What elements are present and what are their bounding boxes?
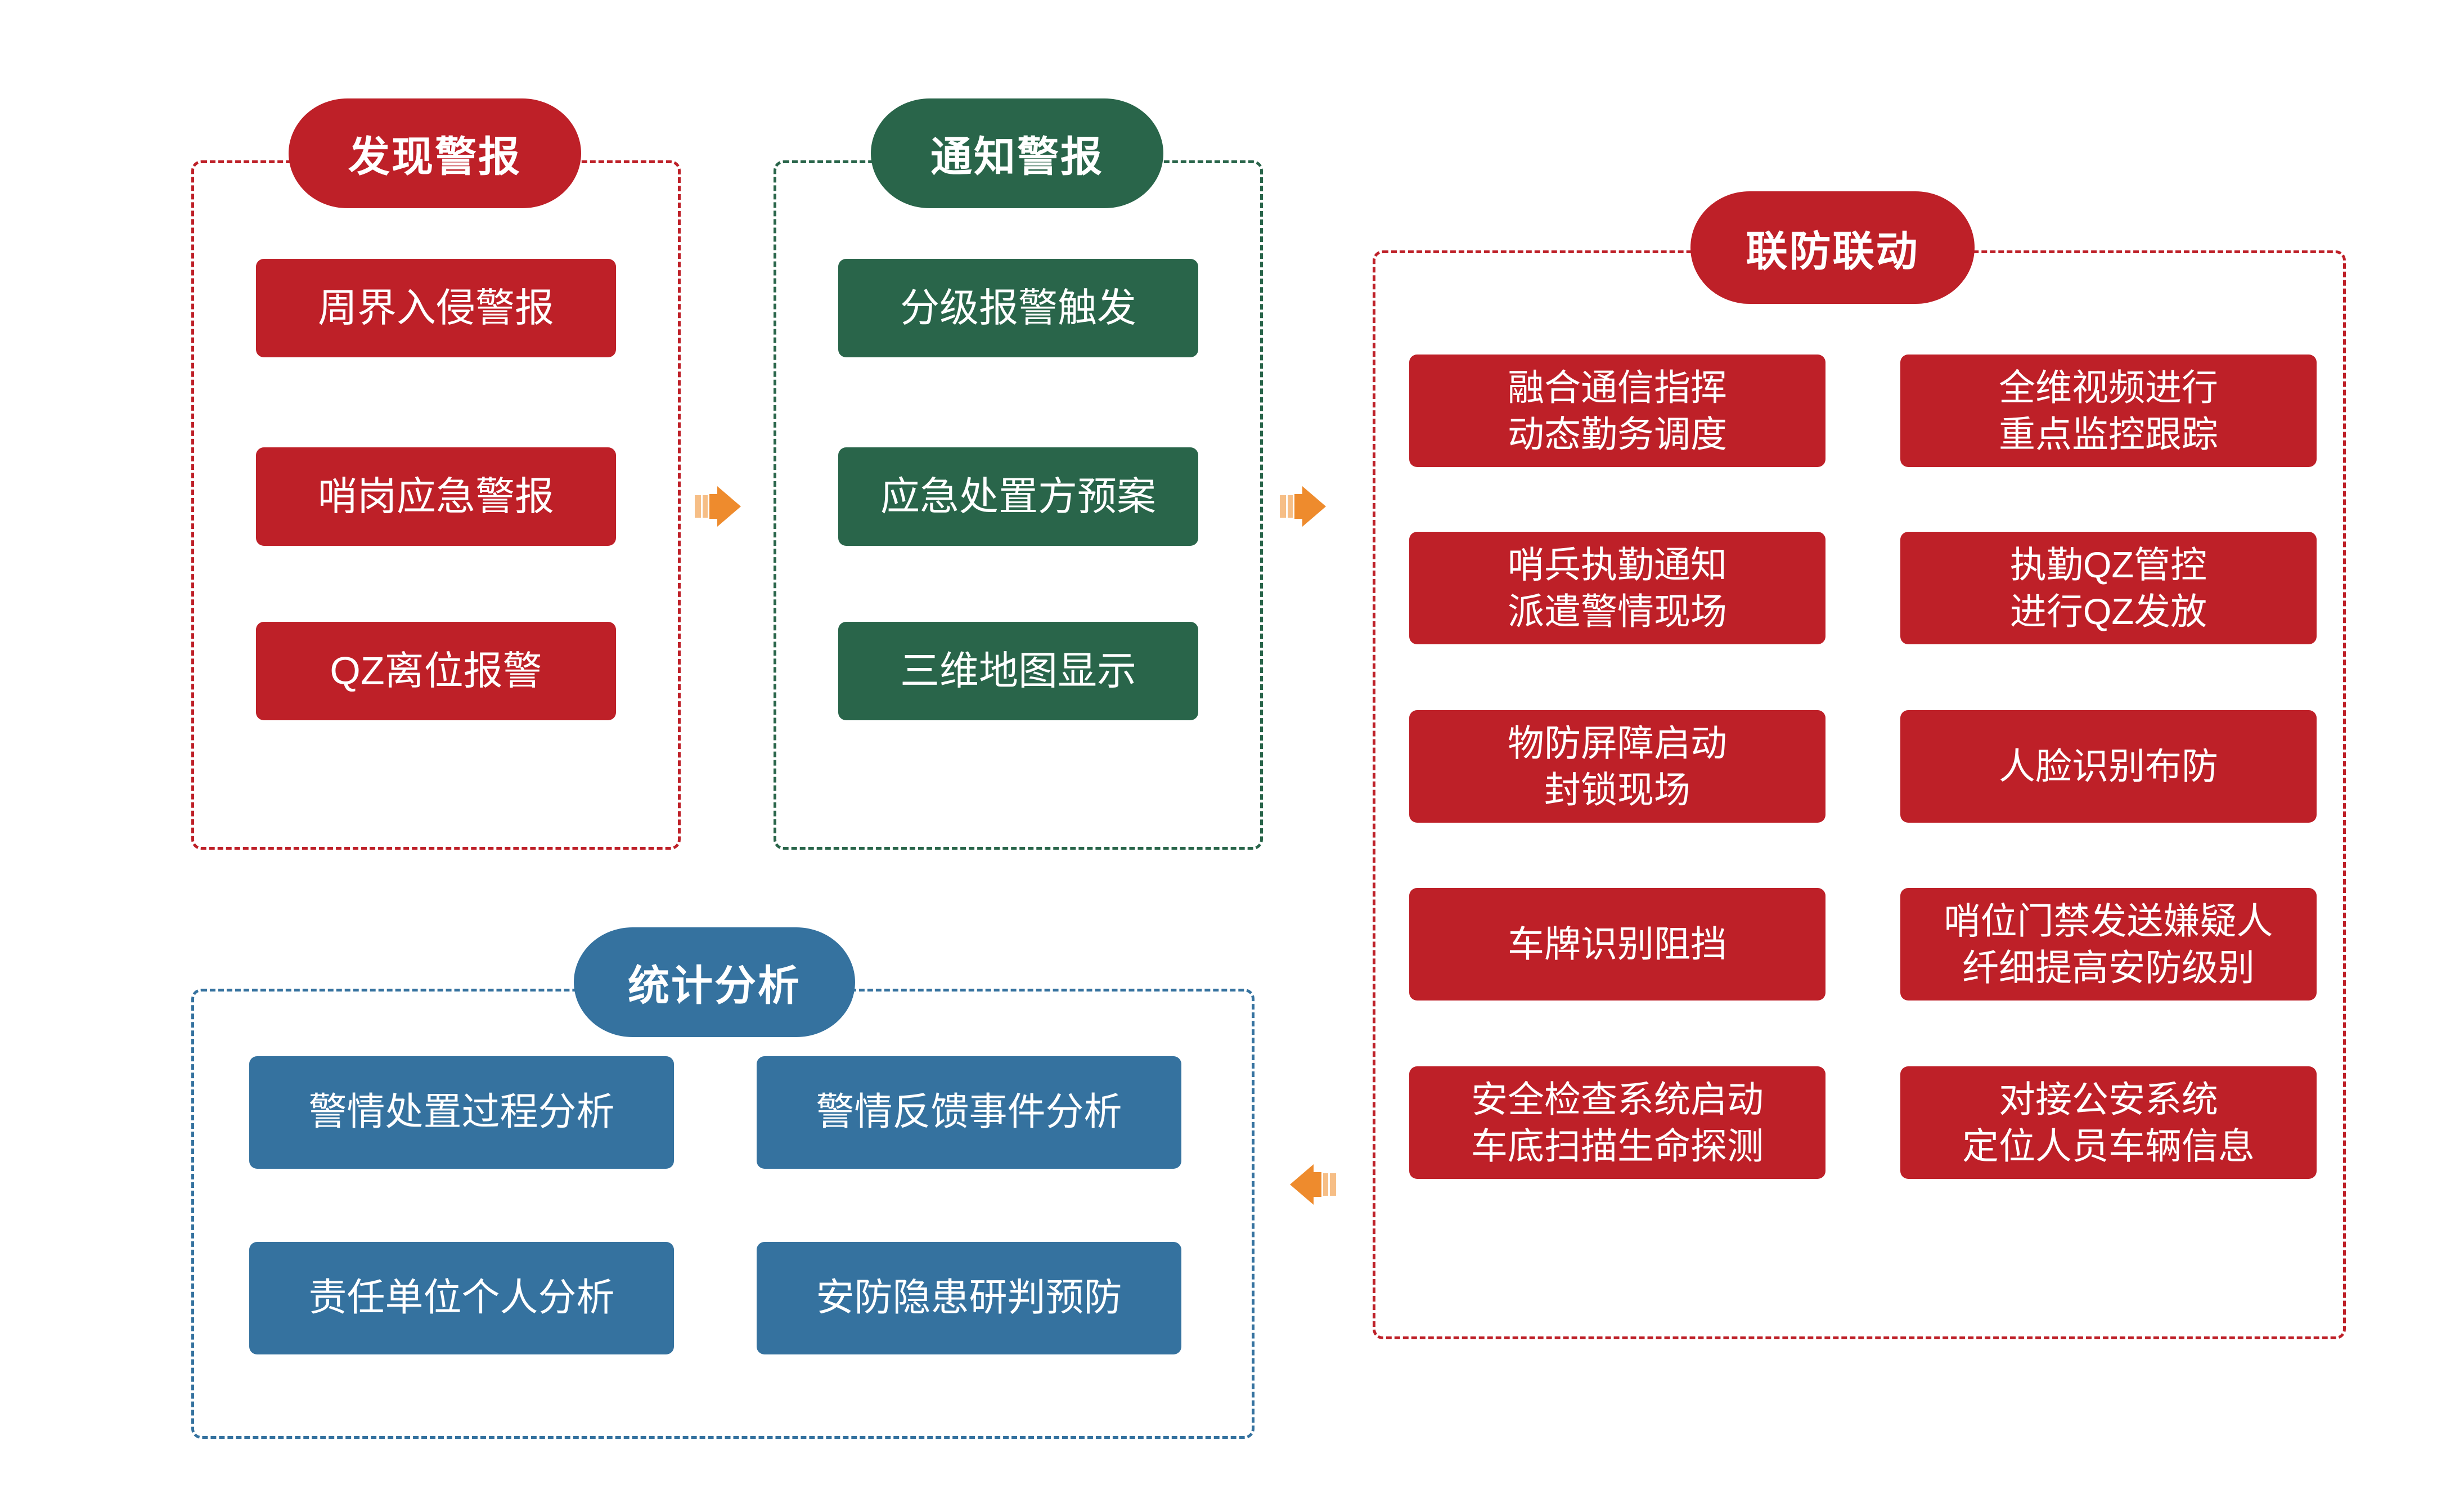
- box-joint-right-item-1[interactable]: 执勤QZ管控 进行QZ发放: [1900, 532, 2317, 644]
- section-header-joint-defense[interactable]: 联防联动: [1690, 191, 1975, 304]
- box-notify-item-0[interactable]: 分级报警触发: [838, 259, 1198, 357]
- section-header-statistics-analysis[interactable]: 统计分析: [574, 927, 855, 1037]
- box-joint-left-item-4[interactable]: 安全检查系统启动 车底扫描生命探测: [1409, 1066, 1825, 1179]
- box-statistics-item-3[interactable]: 安防隐患研判预防: [757, 1242, 1181, 1354]
- arrow-joint-to-statistics-icon: [1290, 1164, 1336, 1205]
- box-discover-item-0[interactable]: 周界入侵警报: [256, 259, 616, 357]
- box-statistics-item-1[interactable]: 警情反馈事件分析: [757, 1056, 1181, 1169]
- box-joint-left-item-1[interactable]: 哨兵执勤通知 派遣警情现场: [1409, 532, 1825, 644]
- box-joint-left-item-2[interactable]: 物防屏障启动 封锁现场: [1409, 710, 1825, 823]
- box-discover-item-2[interactable]: QZ离位报警: [256, 622, 616, 720]
- box-discover-item-1[interactable]: 哨岗应急警报: [256, 447, 616, 546]
- box-joint-right-item-0[interactable]: 全维视频进行 重点监控跟踪: [1900, 355, 2317, 467]
- box-notify-item-2[interactable]: 三维地图显示: [838, 622, 1198, 720]
- section-header-notify-alarm[interactable]: 通知警报: [871, 98, 1163, 208]
- box-statistics-item-0[interactable]: 警情处置过程分析: [249, 1056, 674, 1169]
- box-joint-right-item-4[interactable]: 对接公安系统 定位人员车辆信息: [1900, 1066, 2317, 1179]
- arrow-notify-to-joint-icon: [1280, 486, 1326, 527]
- box-joint-right-item-2[interactable]: 人脸识别布防: [1900, 710, 2317, 823]
- section-header-discover-alarm[interactable]: 发现警报: [289, 98, 581, 208]
- box-notify-item-1[interactable]: 应急处置方预案: [838, 447, 1198, 546]
- arrow-discover-to-notify-icon: [695, 486, 741, 527]
- box-joint-left-item-3[interactable]: 车牌识别阻挡: [1409, 888, 1825, 1001]
- box-statistics-item-2[interactable]: 责任单位个人分析: [249, 1242, 674, 1354]
- box-joint-right-item-3[interactable]: 哨位门禁发送嫌疑人 纤细提高安防级别: [1900, 888, 2317, 1001]
- box-joint-left-item-0[interactable]: 融合通信指挥 动态勤务调度: [1409, 355, 1825, 467]
